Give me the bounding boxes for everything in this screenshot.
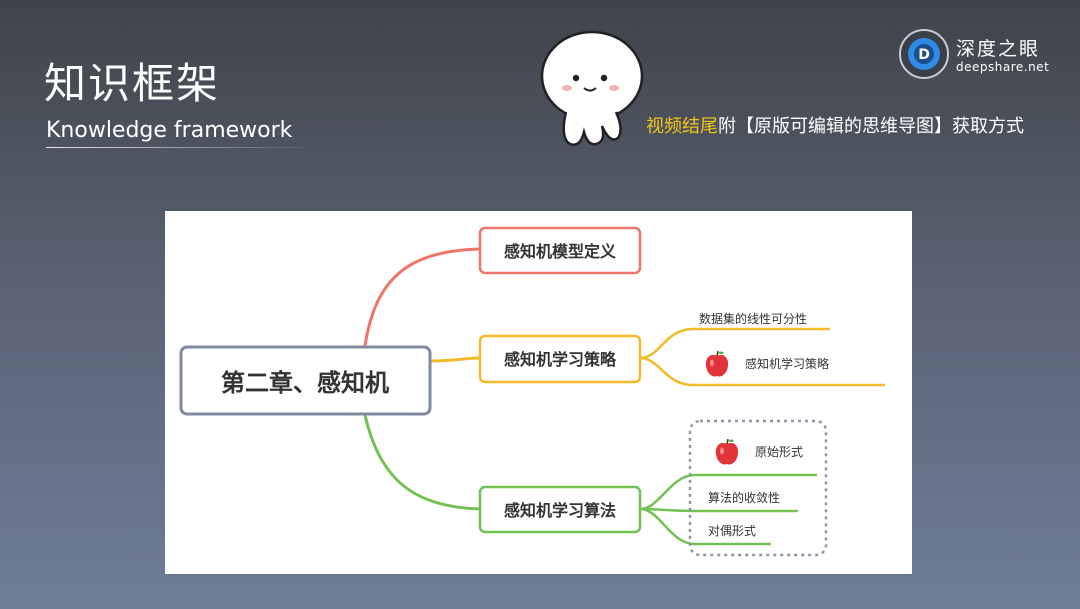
page-title-en: Knowledge framework bbox=[46, 118, 293, 143]
notice-rest: 附【原版可编辑的思维导图】获取方式 bbox=[718, 116, 1024, 137]
notice-highlight: 视频结尾 bbox=[646, 116, 718, 137]
connector-b2-child-2 bbox=[639, 356, 885, 387]
branch-node-3-label: 感知机学习算法 bbox=[504, 501, 616, 520]
b3-child-1-label[interactable]: 原始形式 bbox=[755, 445, 803, 459]
branch-node-1[interactable]: 感知机模型定义 bbox=[478, 226, 642, 275]
brand-url: deepshare.net bbox=[956, 60, 1050, 74]
deepshare-logo-icon: D bbox=[899, 29, 949, 79]
branch-node-2[interactable]: 感知机学习策略 bbox=[478, 334, 642, 384]
connector-branch-2 bbox=[429, 356, 481, 363]
connector-branch-1 bbox=[363, 247, 481, 347]
notice-text: 视频结尾附【原版可编辑的思维导图】获取方式 bbox=[646, 112, 1024, 138]
root-node-label: 第二章、感知机 bbox=[221, 369, 389, 397]
logo-letter: D bbox=[918, 47, 930, 63]
connector-b3-child-2 bbox=[639, 507, 798, 513]
b2-child-2-label[interactable]: 感知机学习策略 bbox=[745, 356, 829, 371]
mindmap-canvas: 第二章、感知机 感知机模型定义 感知机学习策略 感知机学习算法 数据集的线性可分… bbox=[179, 226, 885, 557]
root-node[interactable]: 第二章、感知机 bbox=[179, 345, 432, 416]
brand-name: 深度之眼 bbox=[956, 38, 1041, 60]
mascot-icon bbox=[540, 30, 644, 146]
branch-node-3[interactable]: 感知机学习算法 bbox=[478, 485, 642, 534]
child-group-box bbox=[688, 419, 828, 557]
apple-icon bbox=[705, 350, 729, 377]
mindmap-panel: 第二章、感知机 感知机模型定义 感知机学习策略 感知机学习算法 数据集的线性可分… bbox=[165, 211, 912, 574]
b3-child-2-label[interactable]: 算法的收敛性 bbox=[708, 490, 780, 505]
page-title-cn: 知识框架 bbox=[44, 59, 221, 108]
title-underline bbox=[46, 147, 306, 148]
connector-b2-child-1 bbox=[639, 327, 830, 360]
connector-b3-child-3 bbox=[639, 507, 771, 546]
b3-child-3-label[interactable]: 对偶形式 bbox=[708, 524, 756, 538]
branch-node-2-label: 感知机学习策略 bbox=[504, 350, 617, 369]
b2-child-1-label[interactable]: 数据集的线性可分性 bbox=[699, 311, 807, 326]
apple-icon bbox=[715, 438, 739, 465]
connector-branch-3 bbox=[363, 414, 481, 511]
branch-node-1-label: 感知机模型定义 bbox=[504, 242, 616, 261]
connector-b3-child-1 bbox=[639, 473, 817, 511]
